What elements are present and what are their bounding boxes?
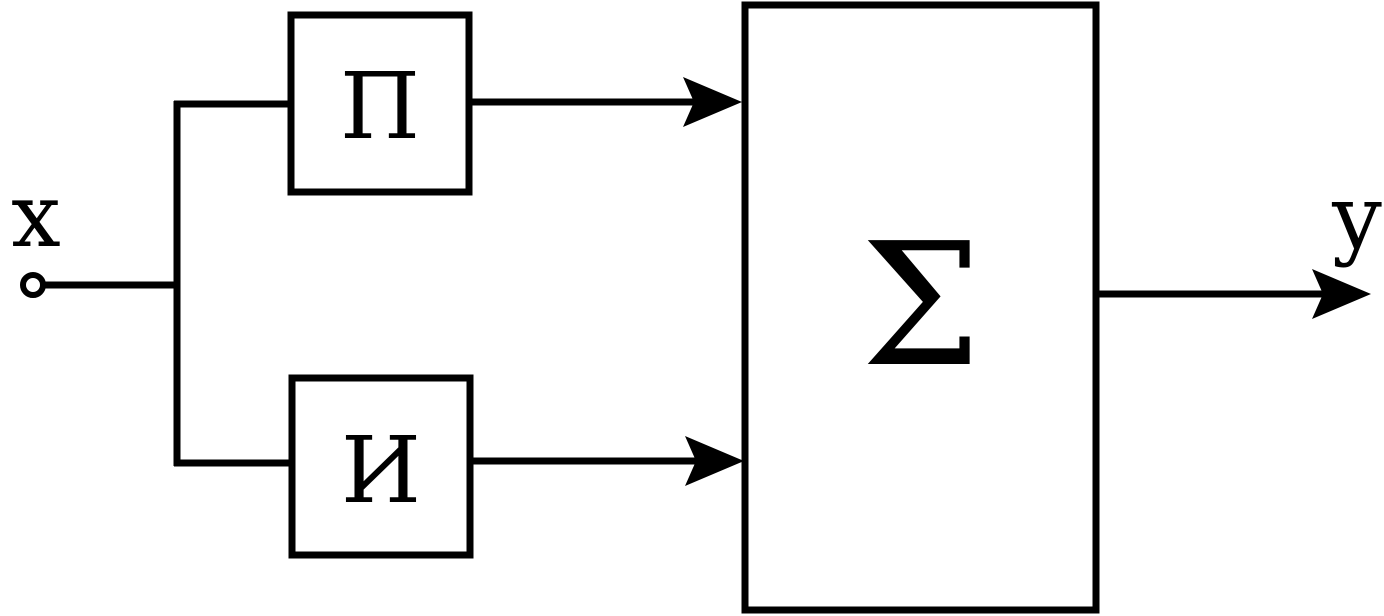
integral-arrowhead [685, 436, 744, 486]
integral-block [288, 374, 474, 559]
integral-block-label: И [341, 417, 421, 524]
summator-block-label: Σ [861, 207, 981, 405]
proportional-arrowhead [683, 77, 742, 127]
summator-block [741, 1, 1100, 614]
output-label: y [1331, 166, 1382, 269]
output-arrowhead [1312, 269, 1371, 319]
input-terminal [20, 272, 46, 298]
input-label: x [11, 164, 61, 267]
proportional-block-label: П [340, 53, 420, 160]
